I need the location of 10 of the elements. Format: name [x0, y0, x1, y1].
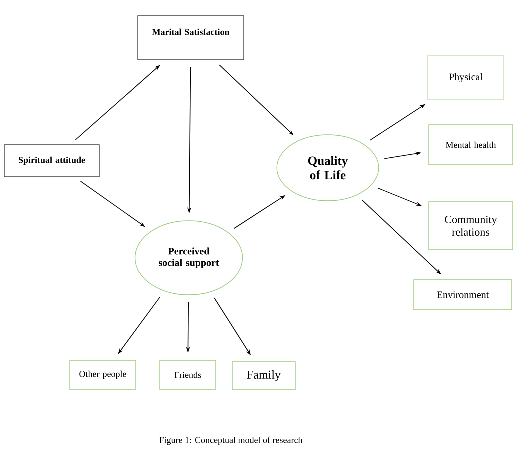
concept-box: Other people	[70, 360, 136, 390]
concept-box: Marital Satisfaction	[138, 16, 244, 60]
concept-box: Environment	[414, 280, 512, 310]
caption: Figure 1: Conceptual model of research	[160, 436, 303, 446]
concept-box: Friends	[160, 360, 216, 390]
concept-box: Mental health	[428, 124, 514, 166]
concept-box: Family	[232, 362, 296, 390]
concept-box: Spiritual attitude	[4, 144, 100, 178]
concept-box: Community relations	[428, 202, 514, 250]
concept-box: Physical	[428, 56, 504, 100]
